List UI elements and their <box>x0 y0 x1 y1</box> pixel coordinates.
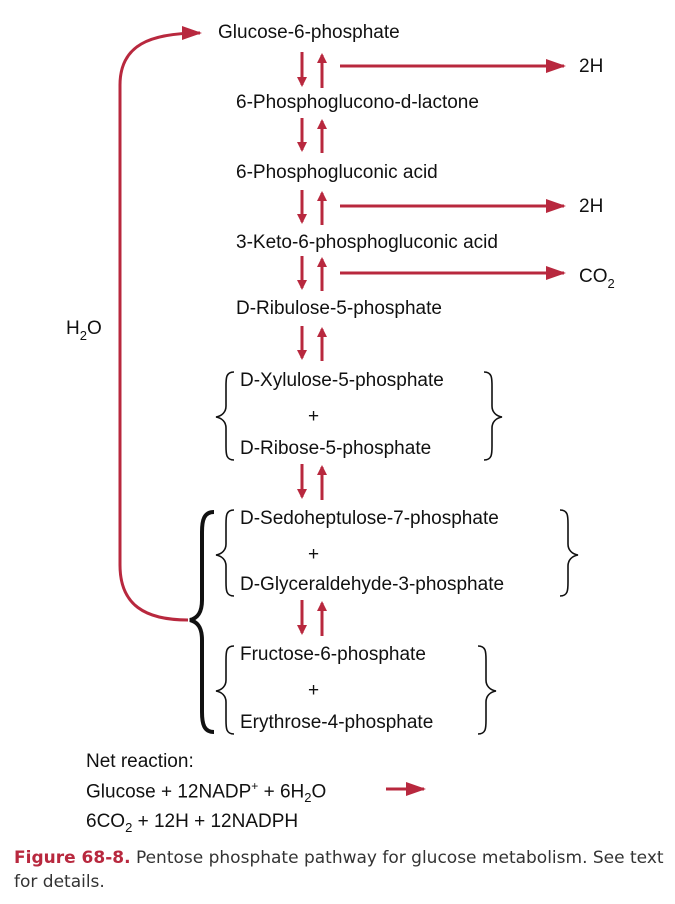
reversible-arrow-6 <box>297 464 327 500</box>
figure-caption-text: Pentose phosphate pathway for glucose me… <box>14 848 664 892</box>
plus-sign-3: + <box>308 680 319 701</box>
step-d-ribulose-5-phosphate: D-Ribulose-5-phosphate <box>236 298 442 319</box>
brace-left-pair-3 <box>215 645 235 735</box>
product-arrows <box>340 59 566 280</box>
reversible-arrow-2 <box>297 118 327 153</box>
step-3-keto-6-phosphogluconic-acid: 3-Keto-6-phosphogluconic acid <box>236 232 498 253</box>
reversible-arrow-3 <box>297 190 327 225</box>
step-fructose-6-phosphate: Fructose-6-phosphate <box>240 644 426 665</box>
reversible-arrows <box>297 52 327 636</box>
brace-right-pair-2 <box>559 509 579 597</box>
reversible-arrow-5 <box>297 326 327 361</box>
reversible-arrow-4 <box>297 256 327 291</box>
brace-left-pair-2 <box>215 509 235 597</box>
brace-left-pair-1 <box>215 371 235 461</box>
net-reaction-heading: Net reaction: <box>86 751 194 772</box>
reversible-arrow-1 <box>297 52 327 88</box>
product-co2: CO2 <box>579 266 615 291</box>
net-reaction-line-1: Glucose + 12NADP+ + 6H2O <box>86 779 327 806</box>
step-erythrose-4-phosphate: Erythrose-4-phosphate <box>240 712 433 733</box>
brace-right-pair-1 <box>483 371 503 461</box>
recycle-loop-arrow <box>118 26 202 622</box>
step-d-xylulose-5-phosphate: D-Xylulose-5-phosphate <box>240 370 444 391</box>
brace-right-pair-3 <box>477 645 497 735</box>
step-6-phosphoglucono-d-lactone: 6-Phosphoglucono-d-lactone <box>236 92 479 113</box>
step-glucose-6-phosphate: Glucose-6-phosphate <box>218 22 400 43</box>
plus-sign-2: + <box>308 544 319 565</box>
plus-sign-1: + <box>308 406 319 427</box>
step-6-phosphogluconic-acid: 6-Phosphogluconic acid <box>236 162 438 183</box>
figure-number: Figure 68-8. <box>14 848 131 868</box>
product-2h-first: 2H <box>579 56 603 77</box>
step-d-sedoheptulose-7-phosphate: D-Sedoheptulose-7-phosphate <box>240 508 499 529</box>
figure-caption: Figure 68-8. Pentose phosphate pathway f… <box>14 846 674 894</box>
water-label: H2O <box>66 318 102 343</box>
step-d-glyceraldehyde-3-phosphate: D-Glyceraldehyde-3-phosphate <box>240 574 504 595</box>
net-reaction-line-2: 6CO2 + 12H + 12NADPH <box>86 811 299 835</box>
product-2h-second: 2H <box>579 196 603 217</box>
net-reaction: Net reaction: Glucose + 12NADP+ + 6H2O 6… <box>86 750 326 840</box>
step-d-ribose-5-phosphate: D-Ribose-5-phosphate <box>240 438 431 459</box>
brace-large-group <box>189 510 215 734</box>
reversible-arrow-7 <box>297 600 327 636</box>
group-braces <box>215 371 579 735</box>
